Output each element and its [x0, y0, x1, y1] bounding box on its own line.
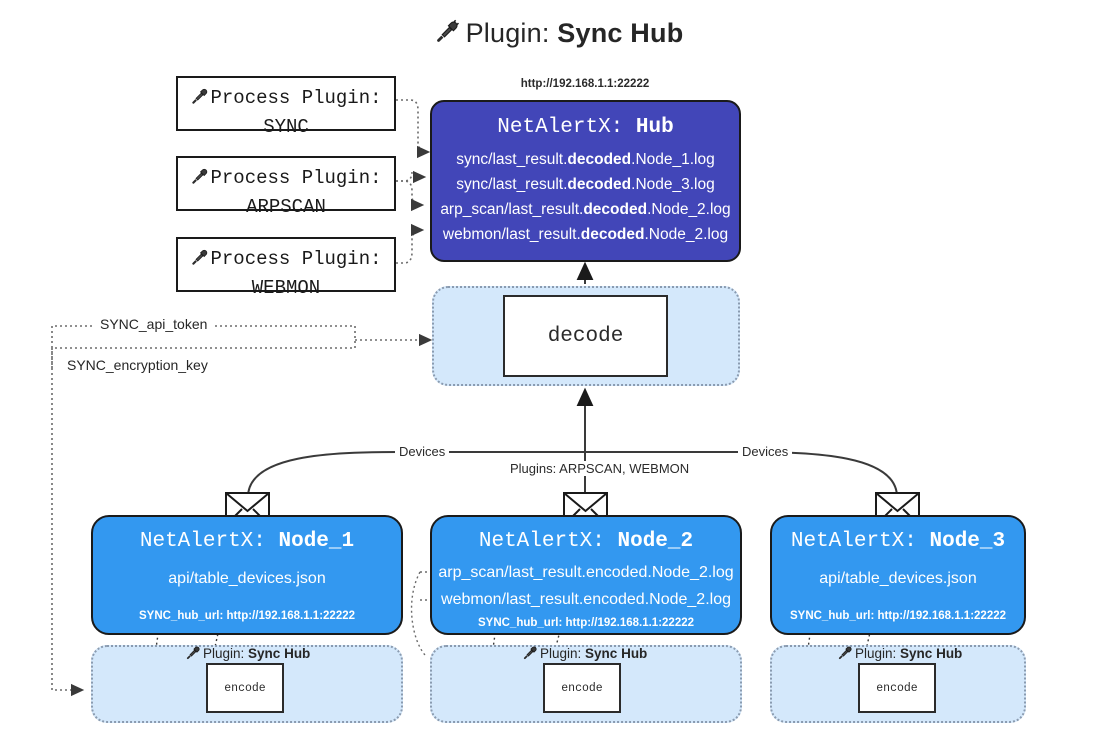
process-plugin-line2: WEBMON [251, 276, 321, 299]
node-name: Node_2 [617, 530, 694, 553]
encode-label: encode [224, 681, 266, 695]
plug-icon [190, 248, 209, 276]
plug-icon [190, 87, 209, 115]
process-plugin-line2: ARPSCAN [246, 195, 326, 218]
encode-box-node-1[interactable]: encode [206, 663, 284, 713]
encode-band-label-1: Plugin: Sync Hub [185, 645, 310, 664]
encode-label: encode [561, 681, 603, 695]
node-card-node-3[interactable]: NetAlertX: Node_3 api/table_devices.json… [770, 515, 1026, 635]
node-card-node-1[interactable]: NetAlertX: Node_1 api/table_devices.json… [91, 515, 403, 635]
decode-label: decode [547, 324, 624, 348]
node-app: NetAlertX: [478, 530, 605, 553]
node-card-node-2[interactable]: NetAlertX: Node_2 arp_scan/last_result.e… [430, 515, 742, 635]
node-footer: SYNC_hub_url: http://192.168.1.1:22222 [789, 610, 1007, 622]
plug-icon [837, 645, 853, 664]
node-title: NetAlertX: Node_2 [432, 530, 740, 553]
setting-label-encryption-key: SYNC_encryption_key [62, 357, 213, 373]
node-title: NetAlertX: Node_3 [772, 530, 1024, 553]
process-plugin-line1: Process Plugin: [178, 247, 394, 276]
node-row: api/table_devices.json [168, 570, 326, 587]
encode-label: encode [876, 681, 918, 695]
node-footer: SYNC_hub_url: http://192.168.1.1:22222 [477, 617, 695, 629]
edge-label-plugins: Plugins: ARPSCAN, WEBMON [506, 461, 694, 476]
title-name: Sync Hub [557, 18, 684, 48]
node-app: NetAlertX: [139, 530, 266, 553]
encode-box-node-3[interactable]: encode [858, 663, 936, 713]
label-text: Process Plugin: [210, 248, 382, 270]
process-plugin-line1: Process Plugin: [178, 86, 394, 115]
process-plugin-line2: SYNC [263, 115, 309, 138]
node-row: arp_scan/last_result.encoded.Node_2.log [438, 564, 734, 581]
plug-icon [434, 19, 460, 52]
setting-label-api-token: SYNC_api_token [95, 316, 213, 332]
encode-box-node-2[interactable]: encode [543, 663, 621, 713]
label-text: Process Plugin: [210, 167, 382, 189]
process-plugin-line1: Process Plugin: [178, 166, 394, 195]
node-footer: SYNC_hub_url: http://192.168.1.1:22222 [138, 610, 356, 622]
hub-title: NetAlertX: Hub [432, 116, 739, 139]
hub-app: NetAlertX: [497, 116, 624, 139]
node-title: NetAlertX: Node_1 [93, 530, 401, 553]
encode-band-label-2: Plugin: Sync Hub [522, 645, 647, 664]
node-app: NetAlertX: [790, 530, 917, 553]
title-prefix: Plugin: [465, 18, 550, 48]
encode-band-label-3: Plugin: Sync Hub [837, 645, 962, 664]
process-plugin-box-webmon[interactable]: Process Plugin: WEBMON [176, 237, 396, 299]
plug-icon [522, 645, 538, 664]
label-text: Process Plugin: [210, 87, 382, 109]
hub-log-row: arp_scan/last_result.decoded.Node_2.log [440, 201, 731, 218]
hub-url: http://192.168.1.1:22222 [520, 78, 650, 90]
plug-icon [185, 645, 201, 664]
plug-icon [190, 167, 209, 195]
decode-box[interactable]: decode [503, 295, 668, 377]
node-row: api/table_devices.json [819, 570, 977, 587]
process-plugin-box-sync[interactable]: Process Plugin: SYNC [176, 76, 396, 138]
hub-name: Hub [635, 116, 674, 139]
node-name: Node_1 [278, 530, 355, 553]
node-name: Node_3 [929, 530, 1006, 553]
edge-label-devices-right: Devices [738, 444, 793, 459]
page-title: Plugin: Sync Hub [0, 18, 1117, 52]
hub-node[interactable]: NetAlertX: Hub sync/last_result.decoded.… [430, 100, 741, 262]
hub-log-row: webmon/last_result.decoded.Node_2.log [442, 226, 729, 243]
hub-log-row: sync/last_result.decoded.Node_3.log [456, 176, 715, 193]
node-row: webmon/last_result.encoded.Node_2.log [441, 591, 731, 608]
edge-label-devices-left: Devices [395, 444, 450, 459]
hub-log-row: sync/last_result.decoded.Node_1.log [456, 151, 715, 168]
process-plugin-box-arpscan[interactable]: Process Plugin: ARPSCAN [176, 156, 396, 218]
